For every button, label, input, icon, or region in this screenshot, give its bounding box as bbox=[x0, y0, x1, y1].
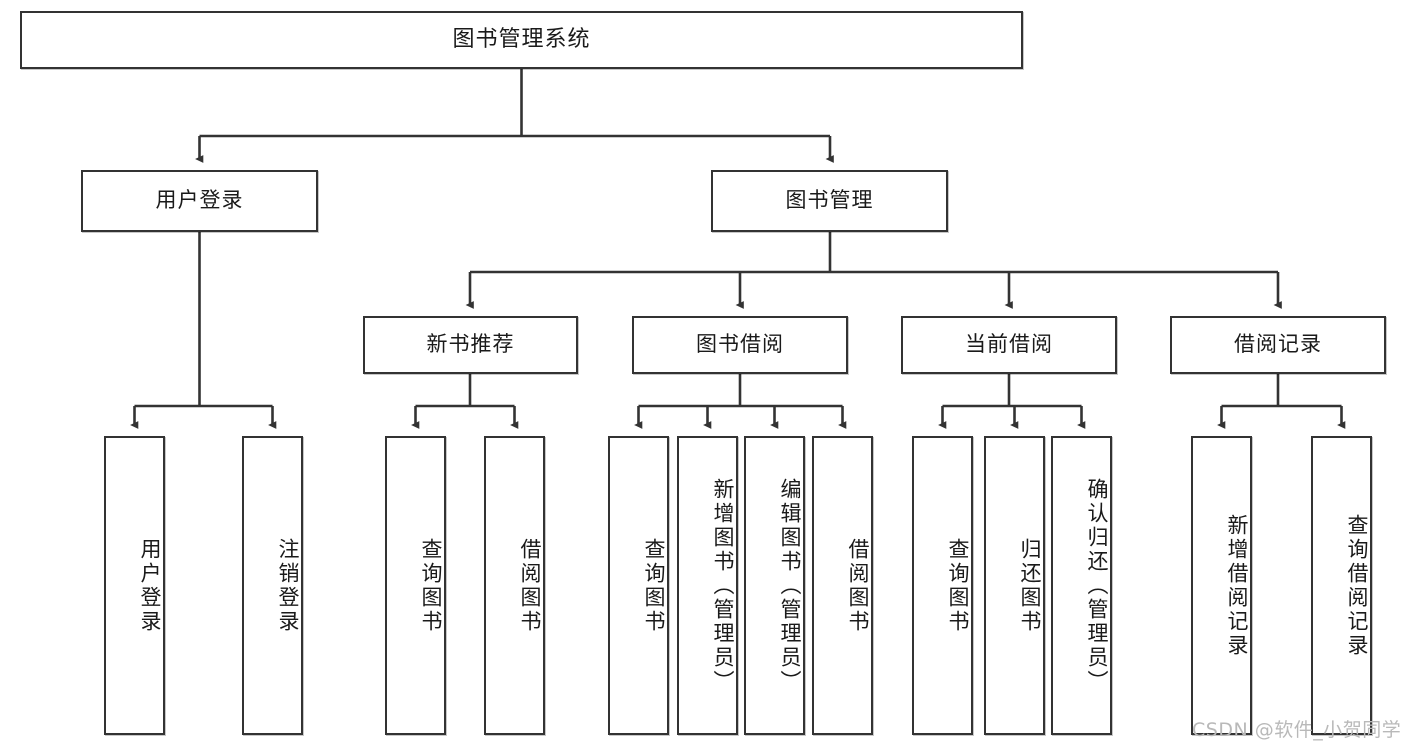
node-root-system[interactable]: 图书管理系统 bbox=[20, 11, 1023, 69]
node-leaf-add-book[interactable]: 新增图书（管理员） bbox=[677, 436, 738, 735]
node-label: 用户登录 bbox=[138, 537, 162, 634]
node-label: 新增借阅记录 bbox=[1225, 513, 1249, 658]
node-user-login[interactable]: 用户登录 bbox=[81, 170, 318, 232]
node-label: 图书借阅 bbox=[696, 332, 784, 357]
node-book-manage[interactable]: 图书管理 bbox=[711, 170, 948, 232]
node-label: 查询图书 bbox=[946, 537, 970, 634]
node-leaf-query-book-3[interactable]: 查询图书 bbox=[912, 436, 973, 735]
node-leaf-borrow-book-2[interactable]: 借阅图书 bbox=[812, 436, 873, 735]
node-label: 编辑图书（管理员） bbox=[778, 477, 802, 694]
node-label: 新增图书（管理员） bbox=[711, 477, 735, 694]
node-label: 查询借阅记录 bbox=[1345, 513, 1369, 658]
node-label: 查询图书 bbox=[419, 537, 443, 634]
node-leaf-query-book-1[interactable]: 查询图书 bbox=[385, 436, 446, 735]
node-label: 用户登录 bbox=[155, 188, 244, 213]
node-leaf-user-logout[interactable]: 注销登录 bbox=[242, 436, 303, 735]
node-label: 注销登录 bbox=[276, 537, 300, 634]
node-label: 借阅图书 bbox=[518, 537, 542, 634]
node-current-borrow[interactable]: 当前借阅 bbox=[901, 316, 1117, 374]
node-label: 新书推荐 bbox=[426, 332, 515, 357]
node-label: 图书管理 bbox=[785, 188, 874, 213]
node-leaf-borrow-book-1[interactable]: 借阅图书 bbox=[484, 436, 545, 735]
node-label: 借阅图书 bbox=[846, 537, 870, 634]
node-leaf-return-book[interactable]: 归还图书 bbox=[984, 436, 1045, 735]
node-leaf-add-borrow-record[interactable]: 新增借阅记录 bbox=[1191, 436, 1252, 735]
node-book-borrow[interactable]: 图书借阅 bbox=[632, 316, 848, 374]
node-leaf-edit-book[interactable]: 编辑图书（管理员） bbox=[744, 436, 805, 735]
csdn-watermark: CSDN @软件_小贺同学 bbox=[1192, 719, 1402, 741]
node-leaf-user-login[interactable]: 用户登录 bbox=[104, 436, 165, 735]
node-label: 当前借阅 bbox=[965, 332, 1053, 357]
node-new-book-recommend[interactable]: 新书推荐 bbox=[363, 316, 578, 374]
node-label: 查询图书 bbox=[642, 537, 666, 634]
node-leaf-query-book-2[interactable]: 查询图书 bbox=[608, 436, 669, 735]
node-label: 借阅记录 bbox=[1234, 332, 1322, 357]
node-label: 归还图书 bbox=[1018, 537, 1042, 634]
node-label: 确认归还（管理员） bbox=[1085, 477, 1109, 694]
node-leaf-query-borrow-record[interactable]: 查询借阅记录 bbox=[1311, 436, 1372, 735]
node-borrow-record[interactable]: 借阅记录 bbox=[1170, 316, 1386, 374]
node-leaf-confirm-return[interactable]: 确认归还（管理员） bbox=[1051, 436, 1112, 735]
